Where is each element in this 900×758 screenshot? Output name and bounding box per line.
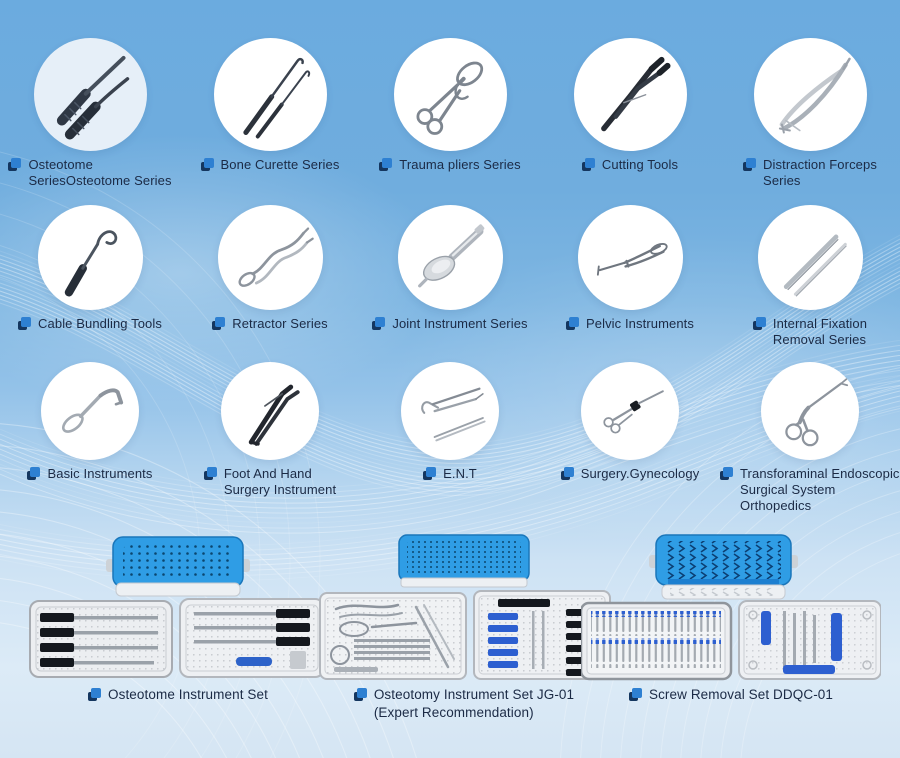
category-item[interactable]: Trauma pliers Series [360,38,540,189]
distraction-forceps-image [779,57,852,134]
cable-bundling-image [64,230,117,297]
category-image-circle[interactable] [573,38,687,151]
category-label[interactable]: Osteotome SeriesOsteotome Series [28,157,172,188]
category-row-3: Basic Instruments Foot And Hand Surgery I… [0,362,900,514]
surgery-gynecology-image [603,390,664,434]
ent-image [421,387,486,442]
category-item[interactable]: Osteotome SeriesOsteotome Series [0,38,180,189]
category-item[interactable]: Joint Instrument Series [360,205,540,348]
internal-fixation-removal-image [783,234,847,297]
category-label[interactable]: Surgery.Gynecology [580,466,700,481]
bullet-icon [752,317,766,330]
basic-instruments-image [61,388,123,433]
foot-hand-surgery-image [248,384,300,446]
category-image-circle[interactable] [37,205,143,310]
category-label[interactable]: Internal Fixation Removal Series [772,316,868,347]
bullet-icon [27,467,41,480]
instrument-set-osteotome[interactable]: Osteotome Instrument Set [28,533,328,706]
category-image-circle[interactable] [393,38,507,151]
category-label[interactable]: Basic Instruments [47,466,153,481]
bullet-icon [8,158,22,171]
category-label[interactable]: Retractor Series [232,316,328,331]
category-label[interactable]: Cutting Tools [601,157,679,172]
bullet-icon [720,467,733,480]
set-sublabel: (Expert Recommendation) [373,704,534,720]
bullet-icon [565,317,579,330]
joint-instrument-image [417,224,485,288]
bullet-icon [88,688,101,701]
category-label[interactable]: Trauma pliers Series [399,157,521,172]
bullet-icon [200,158,214,171]
category-image-circle[interactable] [757,205,863,310]
category-item[interactable]: Cutting Tools [540,38,720,189]
category-image-circle[interactable] [753,38,867,151]
bullet-icon [203,467,217,480]
category-label[interactable]: Pelvic Instruments [585,316,694,331]
category-image-circle[interactable] [397,205,503,310]
category-item[interactable]: Bone Curette Series [180,38,360,189]
retractor-image [238,227,314,288]
category-image-circle[interactable] [581,362,679,460]
category-label[interactable]: Foot And Hand Surgery Instrument [223,466,337,497]
bullet-icon [560,467,574,480]
pelvic-instruments-image [596,243,668,276]
bullet-icon [628,688,642,701]
category-item[interactable]: Pelvic Instruments [540,205,720,348]
bullet-icon [353,688,367,701]
category-image-circle[interactable] [577,205,683,310]
category-label[interactable]: Distraction Forceps Series [763,157,877,188]
bone-curette-image [243,57,311,139]
category-image-circle[interactable] [33,38,147,151]
category-item[interactable]: Basic Instruments [0,362,180,514]
category-label[interactable]: Cable Bundling Tools [38,316,162,331]
bullet-icon [423,467,437,480]
osteotome-image [57,55,130,140]
set-label[interactable]: Osteotome Instrument Set [108,687,268,702]
category-image-circle[interactable] [41,362,139,460]
category-image-circle[interactable] [221,362,319,460]
category-item[interactable]: Retractor Series [180,205,360,348]
category-item[interactable]: Internal Fixation Removal Series [720,205,900,348]
category-item[interactable]: Foot And Hand Surgery Instrument [180,362,360,514]
category-row-1: Osteotome SeriesOsteotome Series Bone Cur… [0,38,900,189]
bullet-icon [379,158,393,171]
category-image-circle[interactable] [401,362,499,460]
osteotomy-set-image [319,534,611,680]
bullet-icon [581,158,595,171]
trauma-pliers-image [416,61,484,135]
category-item[interactable]: Transforaminal Endoscopic Surgical Syste… [720,362,900,514]
category-label[interactable]: Joint Instrument Series [392,316,528,331]
osteotome-set-image [29,536,325,678]
category-item[interactable]: E.N.T [360,362,540,514]
screw-removal-set-image [581,534,881,681]
instrument-set-screw-removal[interactable]: Screw Removal Set DDQC-01 [581,533,881,706]
category-item[interactable]: Surgery.Gynecology [540,362,720,514]
category-image-circle[interactable] [761,362,859,460]
category-item[interactable]: Distraction Forceps Series [720,38,900,189]
category-image-circle[interactable] [217,205,323,310]
category-label[interactable]: E.N.T [443,466,477,481]
category-image-circle[interactable] [213,38,327,151]
set-label[interactable]: Screw Removal Set DDQC-01 [648,687,834,702]
category-label[interactable]: Transforaminal Endoscopic Surgical Syste… [740,466,900,513]
instrument-set-osteotomy-jg01[interactable]: Osteotomy Instrument Set JG-01 (Expert R… [314,533,614,721]
bullet-icon [743,158,757,171]
set-label[interactable]: Osteotomy Instrument Set JG-01 (Expert R… [373,687,575,720]
cutting-tools-image [601,56,671,132]
transforaminal-endoscopic-image [785,378,848,447]
bullet-icon [18,317,32,330]
bullet-icon [372,317,386,330]
bullet-icon [212,317,226,330]
category-label[interactable]: Bone Curette Series [220,157,340,172]
category-item[interactable]: Cable Bundling Tools [0,205,180,348]
category-row-2: Cable Bundling Tools Retractor Series Join… [0,205,900,348]
